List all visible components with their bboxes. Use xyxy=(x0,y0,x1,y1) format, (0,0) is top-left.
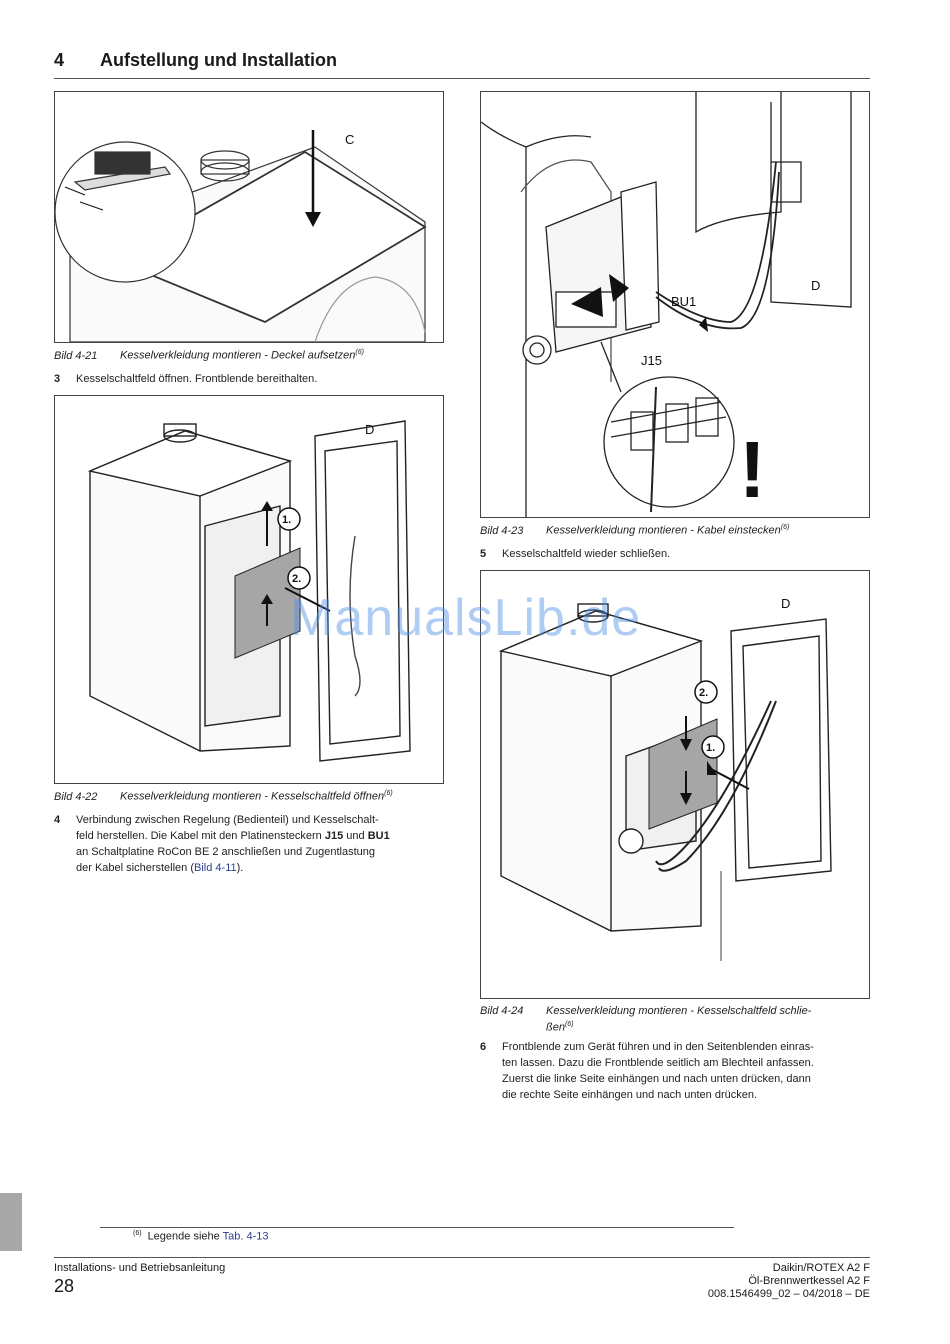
figure-title: Kesselverkleidung montieren - Kesselscha… xyxy=(120,790,385,803)
footer-product-info: Daikin/ROTEX A2 F Öl-Brennwertkessel A2 … xyxy=(708,1262,870,1301)
footnote: (6) Legende siehe Tab. 4-13 xyxy=(133,1230,268,1243)
page-number: 28 xyxy=(54,1276,75,1296)
footnote-ref: (6) xyxy=(384,790,393,797)
callout-step-1: 1. xyxy=(282,514,291,526)
figure-label: Bild 4-24 xyxy=(480,1005,524,1017)
step-text: Kesselschaltfeld öffnen. Frontblende ber… xyxy=(76,373,318,385)
step-text-line: feld herstellen. Die Kabel mit den Plati… xyxy=(76,830,390,842)
figure-label: Bild 4-23 xyxy=(480,524,524,537)
callout-C: C xyxy=(345,132,354,147)
figure-4-21-drawing: C xyxy=(55,130,427,342)
footnote-mark: (6) xyxy=(133,1230,142,1237)
table-link[interactable]: Tab. 4-13 xyxy=(222,1230,269,1243)
chapter-side-tab xyxy=(0,1193,22,1251)
figure-4-23-drawing: ! BU1 J15 D xyxy=(481,92,852,517)
step-text-line: der Kabel sicherstellen (Bild 4-11). xyxy=(76,862,244,874)
callout-step-2: 2. xyxy=(699,687,708,699)
footer-doc-number: 008.1546499_02 – 04/2018 – DE xyxy=(707,1288,870,1300)
step-4: 4 Verbindung zwischen Regelung (Bediente… xyxy=(54,812,444,876)
callout-J15: J15 xyxy=(641,353,662,368)
footnote-text: Legende siehe xyxy=(147,1230,223,1243)
chapter-number: 4 xyxy=(54,50,65,70)
figure-4-23-caption: Bild 4-23 Kesselverkleidung montieren - K… xyxy=(480,524,789,537)
chapter-title: Aufstellung und Installation xyxy=(100,50,337,70)
footnote-ref: (6) xyxy=(355,349,364,356)
footnote-divider xyxy=(100,1227,734,1228)
figure-4-24: 2. 1. D xyxy=(480,570,870,999)
footer-product: Öl-Brennwertkessel A2 F xyxy=(748,1275,870,1287)
footer-divider xyxy=(54,1257,870,1258)
figure-4-24-caption: Bild 4-24 Kesselverkleidung montieren - K… xyxy=(480,1004,870,1035)
callout-step-2: 2. xyxy=(292,573,301,585)
step-6: 6 Frontblende zum Gerät führen und in de… xyxy=(480,1039,870,1103)
footnote-ref: (6) xyxy=(780,524,790,531)
figure-link[interactable]: Bild 4-11 xyxy=(194,862,237,874)
step-number: 4 xyxy=(54,814,61,826)
figure-4-23: ! BU1 J15 D xyxy=(480,91,870,518)
figure-title: Kesselverkleidung montieren - Kabel eins… xyxy=(546,524,781,537)
step-number: 5 xyxy=(480,548,487,560)
callout-step-1: 1. xyxy=(706,742,715,754)
figure-4-21-caption: Bild 4-21 Kesselverkleidung montieren - D… xyxy=(54,349,364,362)
step-text-line: Verbindung zwischen Regelung (Bedienteil… xyxy=(76,814,379,826)
figure-title: Kesselverkleidung montieren - Deckel auf… xyxy=(120,349,356,362)
figure-4-22-caption: Bild 4-22 Kesselverkleidung montieren - K… xyxy=(54,790,393,803)
header-divider xyxy=(54,78,870,79)
figure-label: Bild 4-21 xyxy=(54,349,98,362)
watermark: ManualsLib.de xyxy=(290,589,642,647)
step-text: Verbindung zwischen Regelung (Bedienteil… xyxy=(76,812,446,876)
step-5: 5 Kesselschaltfeld wieder schließen. xyxy=(480,546,870,562)
figure-4-21: C xyxy=(54,91,444,343)
figure-4-24-drawing: 2. 1. D xyxy=(498,596,832,961)
footer-brand: Daikin/ROTEX A2 F xyxy=(772,1262,870,1274)
callout-D: D xyxy=(781,596,790,611)
callout-D: D xyxy=(365,422,374,437)
warning-exclamation: ! xyxy=(739,425,766,514)
step-text: Frontblende zum Gerät führen und in den … xyxy=(502,1041,814,1101)
callout-BU1: BU1 xyxy=(671,294,696,309)
figure-label: Bild 4-22 xyxy=(54,790,98,803)
step-3: 3 Kesselschaltfeld öffnen. Frontblende b… xyxy=(54,371,444,387)
step-number: 3 xyxy=(54,373,61,385)
footer-doc-title: Installations- und Betriebsanleitung xyxy=(54,1262,226,1274)
figure-4-22: 1. 2. D xyxy=(54,395,444,784)
figure-title: Kesselverkleidung montieren - Kesselscha… xyxy=(546,1005,812,1017)
footnote-ref: (6) xyxy=(564,1021,574,1028)
figure-title-cont: ßen xyxy=(546,1021,565,1034)
figure-4-22-drawing: 1. 2. D xyxy=(87,420,411,762)
step-text-line: an Schaltplatine RoCon BE 2 anschließen … xyxy=(76,846,376,858)
callout-D: D xyxy=(811,278,820,293)
step-number: 6 xyxy=(480,1041,487,1053)
step-text: Kesselschaltfeld wieder schließen. xyxy=(502,548,671,560)
